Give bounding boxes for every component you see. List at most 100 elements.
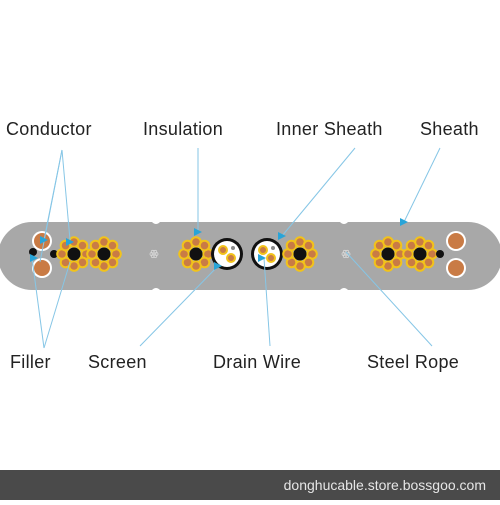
pointer-insulation [194, 228, 202, 236]
conductor-strand [183, 241, 192, 250]
leader-sheath [403, 147, 441, 223]
core-center [189, 247, 203, 261]
pair-conductor [268, 255, 274, 261]
label-steel-rope: Steel Rope [367, 352, 460, 372]
power-core [446, 258, 466, 278]
pointer-drain-wire [258, 254, 266, 262]
conductor-strand [112, 250, 120, 258]
filler [436, 250, 444, 258]
label-screen: Screen [88, 352, 147, 372]
pair-inner-sheath [254, 241, 280, 267]
screened-pair-left [211, 238, 243, 270]
conductor-strand [375, 241, 384, 250]
signal-core [178, 236, 214, 272]
pair-conductor [228, 255, 234, 261]
label-insulation: Insulation [143, 119, 224, 139]
conductor-strand [424, 258, 433, 267]
conductor-strand [416, 262, 424, 270]
steel-wire [153, 254, 158, 259]
conductor-strand [183, 258, 192, 267]
core-center [381, 247, 395, 261]
conductor-strand [100, 238, 108, 246]
filler [29, 248, 37, 256]
conductor-strand [287, 258, 296, 267]
label-filler: Filler [10, 352, 51, 372]
conductor-strand [91, 258, 100, 267]
watermark-text: donghucable.store.bossgoo.com [283, 477, 486, 493]
conductor-strand [192, 262, 200, 270]
conductor-strand [304, 258, 313, 267]
steel-rope-left [149, 249, 159, 259]
filler [50, 250, 58, 258]
conductor-strand [78, 241, 87, 250]
pair-conductor [260, 247, 266, 253]
leader-lines [31, 147, 441, 349]
leader-steel-rope [345, 251, 433, 347]
leader-conductor-2 [39, 149, 63, 263]
conductor-strand [384, 262, 392, 270]
signal-core [370, 236, 406, 272]
power-core [32, 258, 52, 278]
right-core-group [370, 231, 466, 278]
conductor-strand [91, 241, 100, 250]
conductor-strand [88, 250, 96, 258]
conductor-strand [416, 238, 424, 246]
core-center [413, 247, 427, 261]
core-conductor [448, 260, 464, 276]
label-conductor: Conductor [6, 119, 92, 139]
leader-screen [139, 263, 221, 347]
conductor-strand [192, 238, 200, 246]
label-sheath: Sheath [420, 119, 479, 139]
pointer-filler [30, 254, 38, 262]
conductor-strand [108, 258, 117, 267]
core-conductor [448, 233, 464, 249]
core-center [97, 247, 111, 261]
conductor-strand [200, 241, 209, 250]
conductor-strand [180, 250, 188, 258]
leader-conductor-3 [61, 149, 71, 241]
conductor-strand [428, 250, 436, 258]
leader-drain-wire [263, 257, 271, 347]
conductor-strand [287, 241, 296, 250]
conductor-strand [392, 241, 401, 250]
conductor-strand [78, 258, 87, 267]
watermark-bar: donghucable.store.bossgoo.com [0, 470, 500, 500]
cable-sheath-outline [0, 222, 500, 290]
leader-inner-sheath [281, 147, 356, 237]
conductor-strand [61, 258, 70, 267]
core-center [67, 247, 81, 261]
steel-wire [150, 249, 155, 254]
conductor-strand [392, 258, 401, 267]
conductor-strand [372, 250, 380, 258]
pair-conductor [220, 247, 226, 253]
conductor-strand [296, 262, 304, 270]
pair-inner-sheath [214, 241, 240, 267]
conductor-strand [375, 258, 384, 267]
signal-core [402, 236, 438, 272]
conductor-strand [58, 250, 66, 258]
conductor-strand [407, 241, 416, 250]
signal-core [86, 236, 122, 272]
conductor-strand [284, 250, 292, 258]
conductor-strand [396, 250, 404, 258]
pointer-markers [30, 218, 408, 270]
pointer-conductor [40, 236, 48, 244]
conductor-strand [308, 250, 316, 258]
drain-wire [271, 246, 275, 250]
conductor-strand [204, 250, 212, 258]
pointer-conductor-right [66, 238, 74, 246]
label-inner-sheath: Inner Sheath [276, 119, 383, 139]
pointer-screen [214, 262, 222, 270]
conductor-strand [384, 238, 392, 246]
signal-core [282, 236, 318, 272]
conductor-strand [100, 262, 108, 270]
left-core-group [29, 231, 159, 278]
core-center [293, 247, 307, 261]
leader-filler-2 [43, 261, 71, 349]
leader-filler-1 [31, 257, 45, 349]
conductor-strand [200, 258, 209, 267]
conductor-strand [304, 241, 313, 250]
steel-wire [153, 249, 158, 254]
